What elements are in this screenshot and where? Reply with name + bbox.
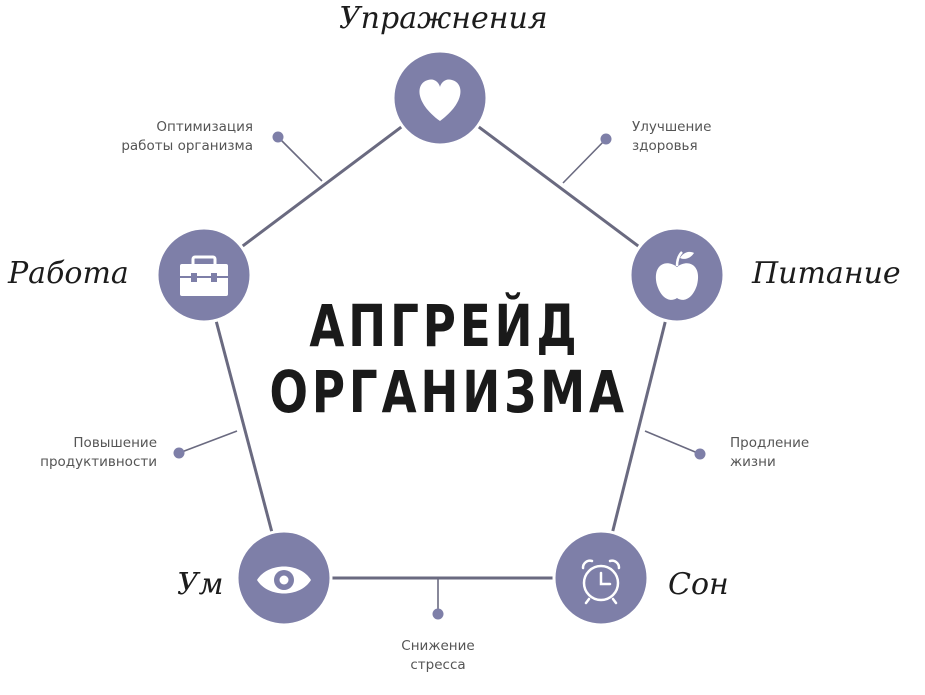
- dot-mind-work: [173, 447, 185, 459]
- connector-work-exercise: [277, 136, 323, 182]
- dot-nutrition-sleep: [694, 448, 706, 460]
- benefit-sleep-mind: Снижение стресса: [368, 637, 508, 675]
- edge-mind-work: [202, 274, 286, 579]
- eye-icon: [257, 566, 311, 594]
- pentagon-edges: [202, 96, 679, 580]
- title-line1: АПГРЕЙД: [309, 292, 581, 360]
- benefit-work-exercise-line2: работы организма: [121, 138, 253, 154]
- benefit-mind-work: Повышение продуктивности: [40, 434, 157, 472]
- node-label-work: Работа: [8, 256, 129, 291]
- node-work: [155, 226, 253, 324]
- node-sleep: [552, 529, 650, 627]
- benefit-mind-work-line2: продуктивности: [40, 454, 157, 470]
- benefit-exercise-nutrition-line1: Улучшение: [632, 119, 712, 135]
- dot-sleep-mind: [432, 608, 444, 620]
- alarm-clock-icon: [581, 559, 621, 605]
- benefit-mind-work-line1: Повышение: [73, 435, 157, 451]
- benefit-work-exercise: Оптимизация работы организма: [121, 118, 253, 156]
- node-label-exercise: Упражнения: [339, 1, 548, 36]
- node-label-mind: Ум: [177, 567, 224, 602]
- node-label-sleep: Сон: [668, 567, 729, 602]
- node-nutrition: [628, 226, 726, 324]
- title-line2: ОРГАНИЗМА: [269, 358, 628, 426]
- node-exercise: [391, 49, 489, 147]
- node-label-nutrition: Питание: [752, 256, 901, 291]
- benefit-sleep-mind-line2: стресса: [410, 657, 466, 673]
- node-mind: [235, 529, 333, 627]
- edge-exercise-nutrition: [439, 96, 678, 277]
- benefit-exercise-nutrition-line2: здоровья: [632, 138, 698, 154]
- benefit-dots: [173, 131, 706, 620]
- benefit-nutrition-sleep-line1: Продление: [730, 435, 810, 451]
- connector-exercise-nutrition: [562, 138, 607, 184]
- benefit-exercise-nutrition: Улучшение здоровья: [632, 118, 711, 156]
- benefit-nutrition-sleep: Продление жизни: [730, 434, 809, 472]
- apple-icon: [655, 251, 699, 300]
- benefit-connectors: [178, 136, 701, 614]
- dot-work-exercise: [272, 131, 284, 143]
- heart-icon: [419, 79, 461, 121]
- briefcase-icon: [180, 255, 228, 296]
- connector-nutrition-sleep: [644, 430, 701, 455]
- benefit-nutrition-sleep-line2: жизни: [730, 454, 776, 470]
- benefit-work-exercise-line1: Оптимизация: [156, 119, 253, 135]
- connector-mind-work: [178, 430, 238, 454]
- edge-work-exercise: [203, 96, 441, 277]
- benefit-sleep-mind-line1: Снижение: [401, 638, 475, 654]
- dot-exercise-nutrition: [600, 133, 612, 145]
- edge-nutrition-sleep: [599, 274, 679, 579]
